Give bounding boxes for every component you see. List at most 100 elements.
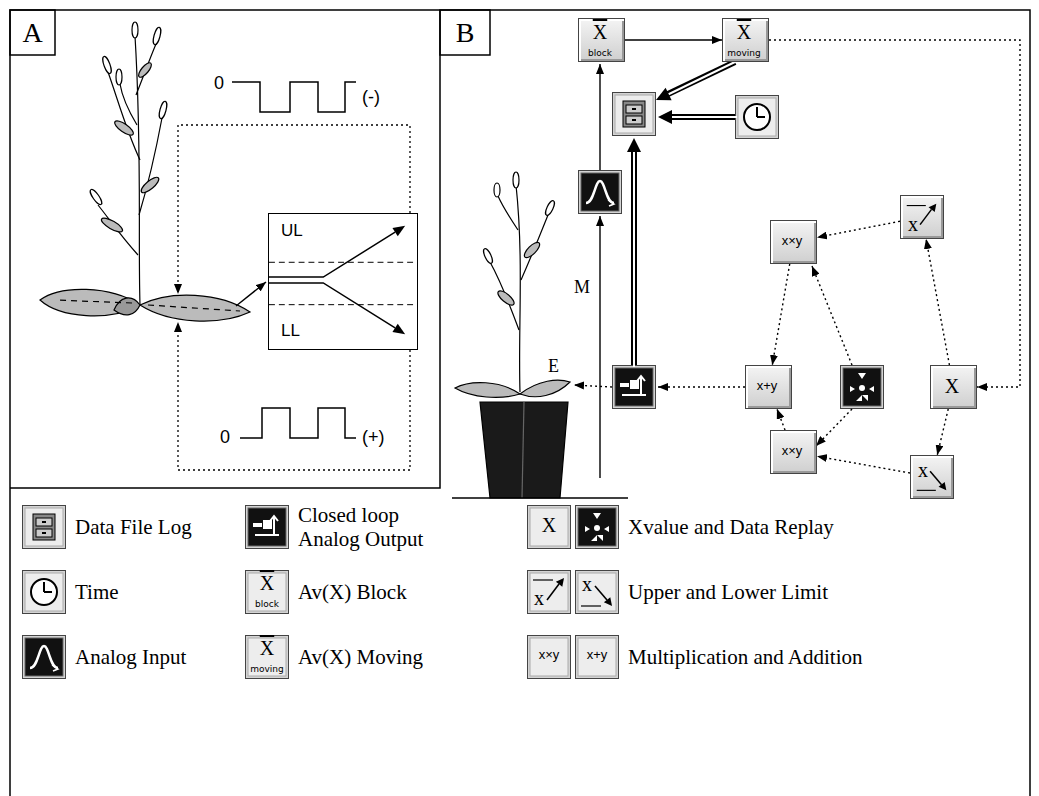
frame (10, 10, 1030, 796)
signal-name: M (574, 278, 590, 296)
polarity-label: (-) (362, 88, 380, 106)
legend-text: Closed loop Analog Output (298, 503, 448, 551)
drawing-part (10, 10, 1030, 796)
b-icons (579, 93, 884, 409)
icon-symbol: x+y (575, 648, 619, 661)
feedback-lines (178, 125, 410, 470)
lower-limit-icon: x (910, 455, 954, 499)
icon-glyph (911, 456, 953, 498)
block-average-icon: Xblock (578, 18, 625, 62)
drawing-part (744, 104, 770, 130)
drawing-part (100, 216, 125, 235)
drawing-part (253, 516, 279, 535)
drawing-part (633, 151, 635, 367)
icon-symbol: x×y (527, 648, 571, 661)
drawing-part (101, 56, 113, 75)
legend-text: Av(X) Moving (298, 645, 423, 669)
drawing-part (623, 101, 645, 127)
drawing-part (139, 175, 161, 195)
node-text: x×y (771, 444, 813, 457)
drawing-part (494, 183, 500, 197)
drawing-part (232, 82, 356, 112)
drawing-part (627, 138, 641, 152)
drawing-part (132, 22, 138, 38)
drawing-part (599, 216, 600, 478)
legend-text: Multiplication and Addition (628, 645, 863, 669)
drawing-part (528, 506, 571, 549)
node-text: x (916, 460, 930, 480)
connector (817, 221, 900, 237)
drawing-part (667, 61, 737, 95)
drawing-part (178, 125, 410, 294)
node-text: x+y (746, 379, 788, 392)
connector (625, 39, 722, 40)
drawing-part (544, 199, 556, 216)
drawing-part (812, 266, 852, 365)
drawing-part (522, 240, 542, 260)
plant-a (40, 22, 250, 321)
icon-symbol: X (527, 515, 571, 535)
node-text: UL (281, 222, 341, 239)
drawing-part (496, 289, 516, 308)
drawing-part (440, 10, 490, 55)
icon-glyph (901, 196, 943, 238)
drawing-part (850, 373, 874, 401)
legend-text: Upper and Lower Limit (628, 580, 828, 604)
icon-word: block (245, 600, 289, 609)
legend-text: Time (75, 580, 119, 604)
drawing-part (574, 385, 612, 387)
drawing-part (482, 247, 494, 264)
drawing-part (576, 506, 619, 549)
drawing-part (513, 172, 519, 188)
drawing-part (736, 96, 779, 139)
drawing-part (10, 10, 440, 488)
connector (777, 409, 785, 430)
multiply-icon: x×y (770, 430, 817, 474)
range-box: UL LL (268, 213, 418, 350)
baseline-zero: 0 (214, 74, 224, 92)
drawing-part (98, 44, 162, 255)
legend-text: Data File Log (75, 515, 192, 539)
icon-word: moving (245, 665, 289, 674)
drawing-part (522, 402, 524, 498)
icon-symbol: X (245, 573, 289, 593)
baseline-zero: 0 (220, 428, 230, 446)
node-text: X (723, 22, 765, 42)
drawing-part (585, 513, 609, 541)
drawing-part (30, 646, 58, 671)
drawing-part (23, 636, 66, 679)
node-text: block (579, 49, 621, 58)
connector (926, 239, 949, 365)
node-text: moving (723, 49, 765, 58)
drawing-part (246, 636, 289, 679)
drawing-part (113, 118, 136, 137)
drawing-part (455, 383, 520, 398)
drawing-part (671, 116, 737, 118)
drawing-part (114, 298, 140, 315)
pulse-waves (232, 82, 356, 438)
drawing-part (246, 506, 289, 549)
drawing-part (816, 409, 852, 446)
icon-symbol: x (580, 574, 594, 594)
icon-symbol: x (532, 588, 546, 608)
legend-text: Av(X) Block (298, 580, 407, 604)
icon-symbol: X (245, 638, 289, 658)
drawing-part (656, 88, 672, 101)
drawing-part (116, 69, 122, 85)
drawing-part (88, 188, 103, 206)
add-icon: x+y (745, 365, 792, 409)
drawing-part (613, 366, 656, 409)
connector (769, 40, 1020, 387)
node-text: LL (281, 322, 341, 339)
drawing-part (586, 181, 614, 206)
drawing-part (23, 506, 66, 549)
upper-limit-icon: x (900, 195, 944, 239)
connector (817, 456, 910, 473)
drawing-part (576, 571, 619, 614)
b-wires (574, 64, 852, 478)
panel-letter: A (10, 10, 55, 55)
node-text: x (906, 214, 920, 234)
